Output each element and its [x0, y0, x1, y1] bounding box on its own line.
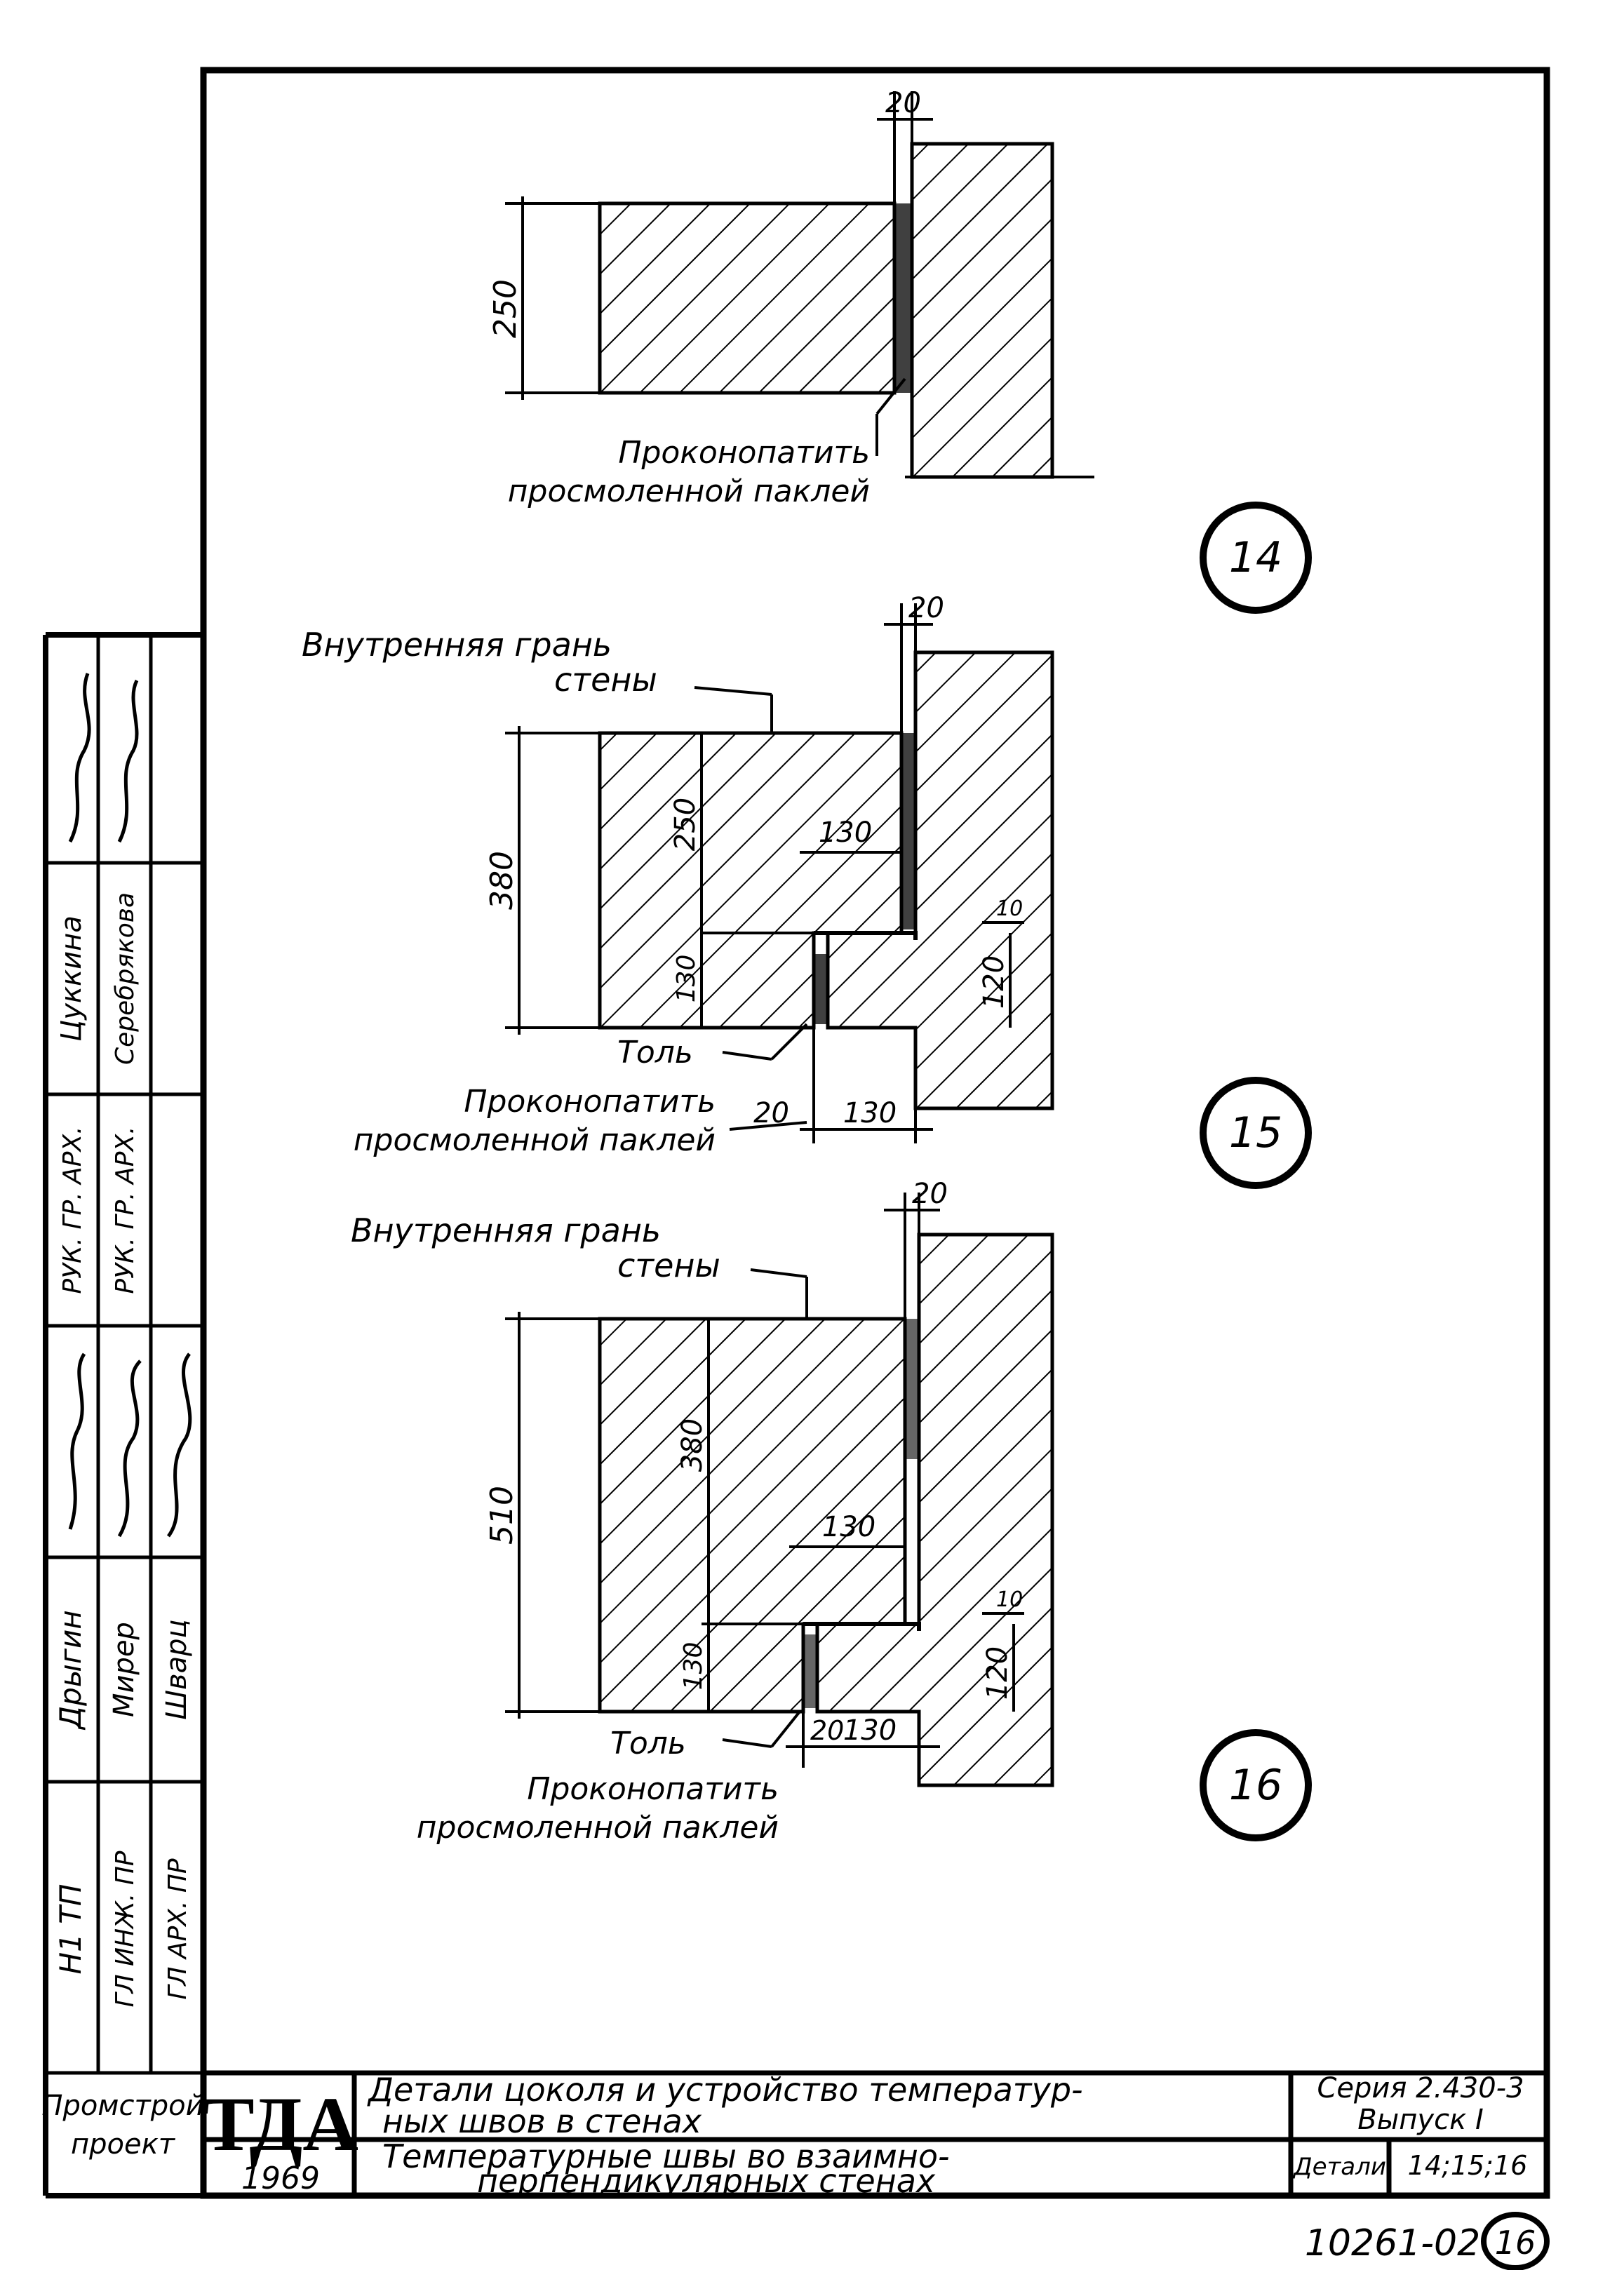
label-inner-face-15-line1: Внутренняя грань	[302, 626, 612, 664]
label-roofing-15: Толь	[617, 1035, 693, 1070]
role-1: Н1 ТП	[53, 1884, 88, 1975]
caulk-lower-16	[802, 1634, 817, 1708]
callout-14: 14	[1200, 502, 1312, 614]
dim-tongue-15: 120	[978, 955, 1010, 1009]
dim-lines-16	[505, 1193, 1024, 1768]
dim-joint-top-16: 20	[912, 1178, 948, 1210]
note-caulk-15-line1: Проконопатить	[464, 1084, 716, 1120]
caulk-lower-15	[812, 954, 828, 1024]
caulk-joint-14	[894, 203, 912, 393]
sheet-code: 10261-02	[1305, 2222, 1480, 2264]
caulk-upper-16	[905, 1319, 919, 1459]
dim-joint-top-15: 20	[908, 592, 944, 624]
dim-tongue-16: 120	[981, 1646, 1014, 1700]
caulk-upper-15	[901, 733, 915, 929]
page-number: 16	[1495, 2224, 1536, 2262]
approval-column: Н1 ТП ГЛ ИНЖ. ПР ГЛ АРХ. ПР РУК. ГР. АРХ…	[46, 635, 203, 2075]
dim-joint-bottom-16: 20	[810, 1715, 844, 1746]
dim-gap-16: 10	[996, 1587, 1023, 1612]
name-6: Серебрякова	[111, 892, 140, 1065]
year: 1969	[241, 2161, 320, 2196]
note-caulk-15-line2: просмоленной паклей	[354, 1122, 716, 1158]
callout-16: 16	[1200, 1729, 1312, 1841]
name-3: Шварц	[161, 1619, 193, 1719]
detail-14: 250 20 Проконопатить просмоленной паклей	[488, 87, 1094, 509]
name-1: Дрыгин	[53, 1610, 88, 1730]
dim-lower-16: 130	[679, 1642, 708, 1691]
org-line1: Промстрой	[41, 2090, 203, 2122]
dim-step-16: 130	[822, 1511, 875, 1543]
dim-gap-15: 10	[996, 896, 1023, 921]
dim-upper-15: 250	[669, 798, 702, 851]
name-5: Цуккина	[55, 915, 88, 1042]
note-caulk-16-line2: просмоленной паклей	[417, 1810, 779, 1846]
label-inner-face-16-line2: стены	[617, 1247, 720, 1284]
label-inner-face-15-line2: стены	[554, 661, 657, 699]
logo-tda: ТДА	[203, 2081, 358, 2167]
title-block: Промстрой проект ТДА 1969 Детали цоколя …	[41, 2070, 1547, 2200]
note-caulk-16-line1: Проконопатить	[527, 1771, 779, 1807]
detail-16: 510 380 130 130 120 10 20 20 130 Внутрен…	[351, 1178, 1054, 1846]
dim-overall-14: 250	[488, 279, 523, 338]
callout-number-16: 16	[1229, 1761, 1282, 1810]
note-caulk-14-line1: Проконопатить	[618, 435, 870, 471]
roofing-felt-15	[814, 931, 918, 940]
roofing-felt-16	[803, 1622, 921, 1631]
approval-roles: Н1 ТП ГЛ ИНЖ. ПР ГЛ АРХ. ПР РУК. ГР. АРХ…	[53, 1126, 192, 2007]
dim-lower-15: 130	[672, 955, 701, 1003]
dim-overall-15: 380	[484, 851, 520, 910]
dim-lines-15	[505, 603, 1024, 1143]
dim-joint-14: 20	[885, 87, 921, 119]
dim-bottom-run-16: 130	[843, 1714, 897, 1747]
role-6: РУК. ГР. АРХ.	[111, 1126, 140, 1294]
role-2: ГЛ ИНЖ. ПР	[111, 1851, 140, 2007]
detail-label: Детали	[1292, 2153, 1386, 2181]
title-main-line1: Детали цоколя и устройство температур-	[367, 2071, 1083, 2109]
callout-15: 15	[1200, 1077, 1312, 1189]
label-roofing-16: Толь	[610, 1726, 686, 1761]
page-circle	[1481, 2212, 1550, 2270]
detail-15: 380 250 130 130 120 10 20 20 130 Внутрен…	[302, 592, 1054, 1158]
role-5: РУК. ГР. АРХ.	[58, 1126, 87, 1294]
org-line2: проект	[71, 2128, 176, 2161]
issue: Выпуск I	[1357, 2104, 1484, 2136]
signatures	[68, 673, 192, 1538]
label-inner-face-16-line1: Внутренняя грань	[351, 1211, 661, 1249]
detail-numbers: 14;15;16	[1408, 2150, 1528, 2181]
title-sub-line1: Температурные швы во взаимно-	[382, 2137, 950, 2175]
dim-upper-16: 380	[676, 1418, 709, 1472]
callout-number-14: 14	[1229, 533, 1282, 582]
sheet-frame	[43, 67, 1550, 2199]
wall-b-section-14	[910, 142, 1054, 479]
title-sub-line2: перпендикулярных стенах	[477, 2162, 936, 2200]
callout-number-15: 15	[1229, 1108, 1282, 1157]
dim-bottom-run-15: 130	[843, 1097, 897, 1129]
dim-lines-14	[505, 91, 1094, 478]
dim-joint-bottom-15: 20	[753, 1097, 789, 1129]
series: Серия 2.430-3	[1317, 2072, 1524, 2104]
title-main-line2: ных швов в стенах	[382, 2102, 702, 2140]
dim-step-15: 130	[819, 817, 872, 849]
sheet-code-block: 10261-02 16	[1305, 2212, 1550, 2270]
note-caulk-14-line2: просмоленной паклей	[508, 474, 870, 509]
approval-names: Дрыгин Мирер Шварц Цуккина Серебрякова	[53, 892, 193, 1731]
role-3: ГЛ АРХ. ПР	[163, 1858, 192, 2000]
name-2: Мирер	[108, 1622, 140, 1717]
wall-a-section-14	[598, 201, 897, 395]
dim-overall-16: 510	[484, 1486, 520, 1545]
